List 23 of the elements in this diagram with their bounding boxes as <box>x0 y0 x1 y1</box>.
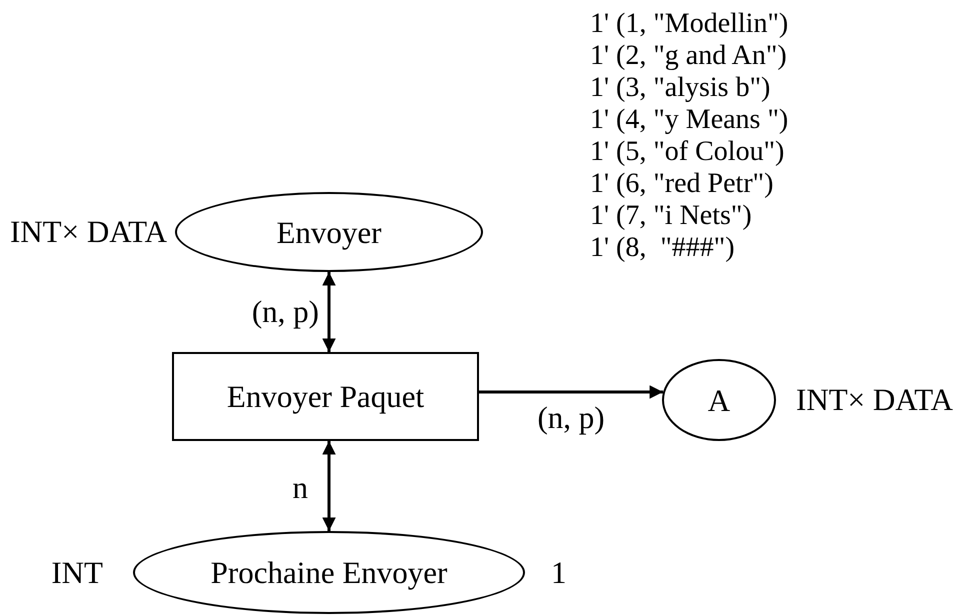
marking-text: 1' (3, "alysis b") <box>590 72 772 104</box>
type-label: INT× DATA <box>10 216 167 248</box>
arrow <box>479 385 664 399</box>
type-label: INT× DATA <box>796 384 954 416</box>
node-label: Prochaine Envoyer <box>210 557 448 588</box>
marking-text: 1' (4, "y Means ") <box>590 104 788 136</box>
marking-text: 1' (8, "###") <box>590 232 736 264</box>
node-label: Envoyer Paquet <box>226 381 424 412</box>
arrow <box>322 441 336 531</box>
marking-text: 1' (5, "of Colou") <box>590 136 786 168</box>
marking-text: 1' (7, "i Nets") <box>590 200 753 232</box>
type-label: 1 <box>551 556 566 588</box>
marking-text: 1' (1, "Modellin") <box>590 8 788 40</box>
marking-text: 1' (2, "g and An") <box>590 40 788 72</box>
marking-text: 1' (6, "red Petr") <box>590 168 774 200</box>
arrow <box>322 272 336 352</box>
node-label: Envoyer <box>276 216 382 248</box>
place-ellipse <box>175 192 483 272</box>
node-label: A <box>708 384 730 416</box>
place-ellipse <box>662 359 776 441</box>
type-label: INT <box>51 556 103 588</box>
place-ellipse <box>133 531 525 614</box>
transition-box <box>172 352 479 441</box>
